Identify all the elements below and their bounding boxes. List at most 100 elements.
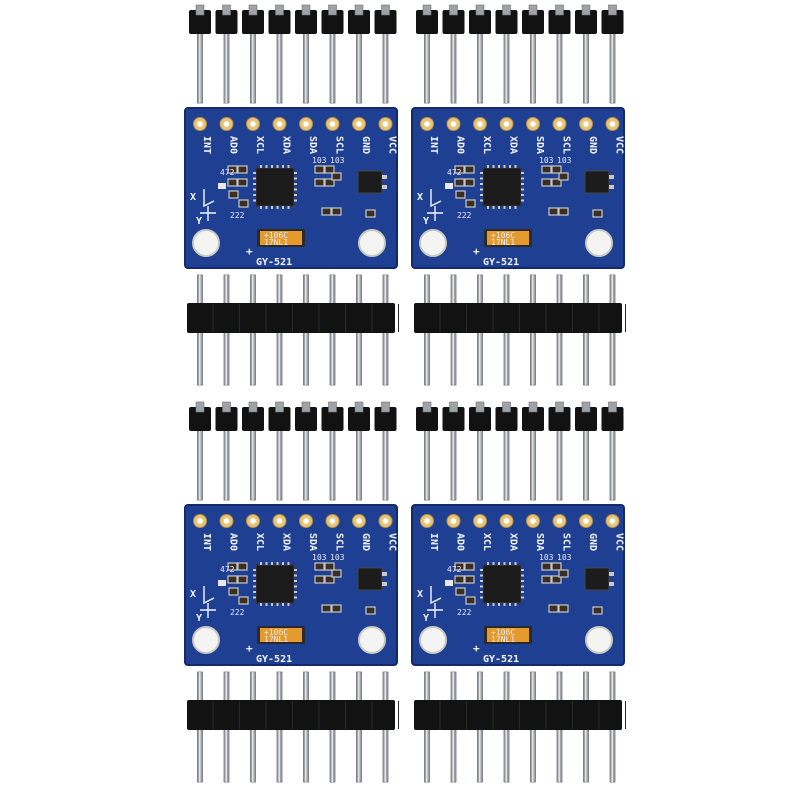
header-plastic-block <box>242 407 264 431</box>
smd-component <box>314 575 325 584</box>
smd-component <box>464 165 475 174</box>
board-label: GY-521 <box>256 654 292 665</box>
header-plastic-block <box>321 10 344 34</box>
header-plastic-block <box>416 407 438 431</box>
chip-lead <box>521 574 524 577</box>
header-pin-top <box>422 401 432 413</box>
pin-highlight <box>278 428 280 500</box>
mounting-hole <box>358 626 386 654</box>
pin-highlight <box>532 428 534 500</box>
pin-highlight <box>505 31 507 103</box>
pin-highlight <box>384 428 386 500</box>
board-label: GY-521 <box>256 257 292 268</box>
pad-hole <box>303 121 309 127</box>
smd-component <box>551 575 562 584</box>
pad-hole <box>276 121 283 127</box>
mpu6050-chip <box>482 167 522 207</box>
chip-lead <box>521 177 524 180</box>
voltage-regulator <box>357 170 383 194</box>
chip-lead <box>487 165 489 168</box>
smd-component <box>237 165 248 174</box>
chip-lead <box>509 603 511 606</box>
axis-y-label: Y <box>196 216 202 227</box>
header-pin-top <box>581 401 591 413</box>
chip-lead <box>487 206 489 209</box>
chip-lead <box>253 585 256 588</box>
pin-label-ad0: AD0 <box>228 136 239 154</box>
pad-hole <box>197 518 203 524</box>
polarity-mark: + <box>473 642 480 655</box>
header-pin-top <box>608 4 617 16</box>
part-marking: 472 <box>447 168 462 177</box>
pad-hole <box>329 121 336 127</box>
pad-hole <box>503 121 510 127</box>
voltage-regulator <box>584 170 610 194</box>
smd-component <box>227 165 238 174</box>
smd-component <box>592 606 603 615</box>
pad-hole <box>503 518 510 524</box>
chip-lead <box>503 206 506 209</box>
header-plastic-block <box>374 407 397 431</box>
header-plastic-block <box>469 10 491 34</box>
pin-highlight <box>225 31 227 103</box>
axis-arrow-icon <box>200 206 216 221</box>
chip-lead <box>271 603 273 606</box>
chip-lead <box>253 596 256 599</box>
chip-lead <box>480 194 483 196</box>
pin-highlight <box>426 428 428 500</box>
polarity-mark: + <box>473 245 480 258</box>
part-marking: 103 <box>312 156 327 165</box>
smd-component <box>331 569 342 578</box>
smd-component <box>541 178 552 187</box>
regulator-lead <box>382 175 387 179</box>
smd-component <box>324 178 335 187</box>
pin-label-ad0: AD0 <box>228 533 239 551</box>
chip-lead <box>514 603 517 606</box>
mpu6050-chip <box>255 564 295 604</box>
smd-component <box>365 606 376 615</box>
pin-label-vcc: VCC <box>387 533 398 551</box>
smd-component <box>324 562 335 571</box>
tantalum-capacitor <box>260 628 302 642</box>
smd-component <box>551 165 562 174</box>
chip-lead <box>480 183 483 185</box>
pad-hole <box>250 518 256 524</box>
header-pin-top <box>222 401 231 413</box>
axis-arrow-icon <box>200 603 216 618</box>
part-marking: 222 <box>230 608 245 617</box>
chip-lead <box>265 562 268 565</box>
chip-lead <box>287 206 290 209</box>
header-plastic-block <box>522 10 544 34</box>
chip-lead <box>271 206 273 209</box>
pad-hole <box>356 518 362 524</box>
chip-lead <box>294 172 297 174</box>
smd-component <box>238 596 249 605</box>
pin-highlight <box>479 428 481 500</box>
chip-lead <box>492 165 495 168</box>
axis-arrow-icon <box>430 586 442 605</box>
chip-lead <box>265 603 268 606</box>
chip-lead <box>294 199 297 202</box>
chip-lead <box>503 603 506 606</box>
smd-component <box>365 209 376 218</box>
regulator-lead <box>609 185 614 189</box>
pin-label-scl: SCL <box>561 136 572 154</box>
polarity-mark: + <box>246 245 253 258</box>
pin-highlight <box>384 31 386 103</box>
tantalum-capacitor <box>487 628 529 642</box>
smd-component <box>558 207 569 216</box>
chip-lead <box>492 603 495 606</box>
axis-y-label: Y <box>196 613 202 624</box>
part-marking: 222 <box>457 211 472 220</box>
chip-lead <box>294 177 297 180</box>
header-plastic-block <box>442 10 465 34</box>
part-marking: 103 <box>330 156 345 165</box>
header-plastic-block <box>348 407 370 431</box>
mounting-hole <box>192 229 220 257</box>
pin-label-scl: SCL <box>334 136 345 154</box>
header-pin-top <box>222 4 231 16</box>
